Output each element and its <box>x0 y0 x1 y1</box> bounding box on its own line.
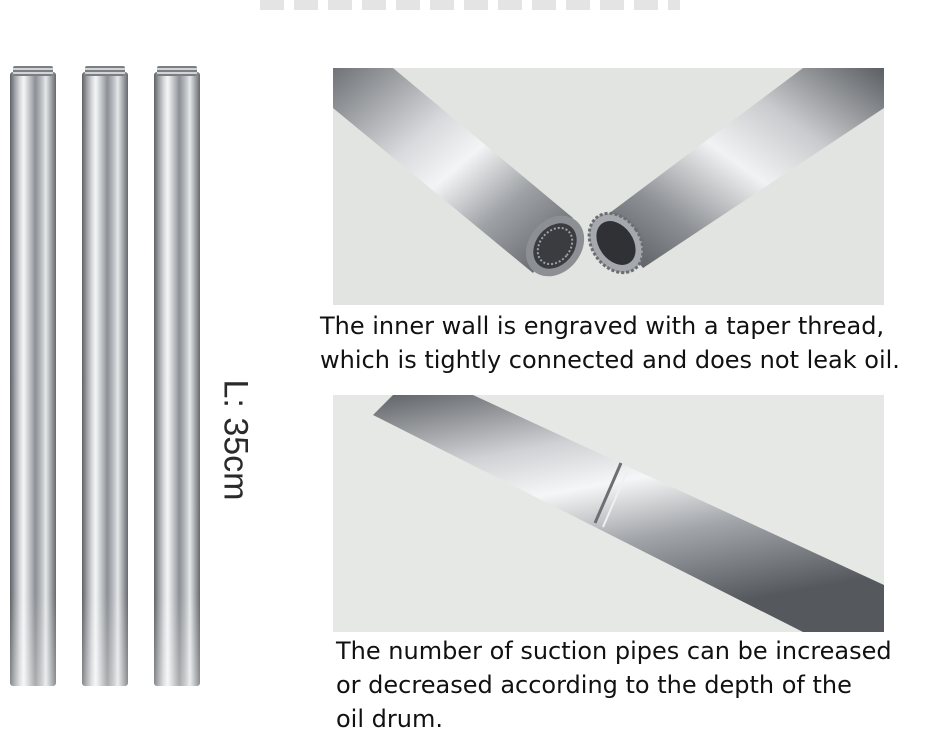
caption-thread-line-1: The inner wall is engraved with a taper … <box>320 312 885 340</box>
caption-depth-line-3: oil drum. <box>336 705 443 733</box>
pipe-joint-illustration <box>373 395 884 632</box>
caption-depth-line-1: The number of suction pipes can be incre… <box>336 637 892 665</box>
caption-thread-line-2: which is tightly connected and does not … <box>320 346 900 374</box>
length-label-text: L: 35cm <box>216 379 255 501</box>
right-pipe-opening <box>596 221 636 265</box>
caption-depth-line-2: or decreased according to the depth of t… <box>336 671 852 699</box>
photo-thread-closeup <box>333 68 884 305</box>
caption-depth: The number of suction pipes can be incre… <box>336 634 892 736</box>
right-pipe-body <box>603 68 884 268</box>
length-label: L: 35cm <box>205 370 265 510</box>
top-edge-artifact <box>260 0 680 10</box>
pipe-middle <box>82 66 128 686</box>
left-pipe-body <box>333 68 573 273</box>
pipe-joint-seam <box>593 462 623 524</box>
thread-closeup-illustration <box>333 68 884 277</box>
pipe-left <box>10 66 56 686</box>
caption-thread: The inner wall is engraved with a taper … <box>320 309 900 377</box>
pipe-right <box>154 66 200 686</box>
photo-pipe-joint <box>333 395 884 632</box>
joined-pipe-body <box>373 395 884 632</box>
